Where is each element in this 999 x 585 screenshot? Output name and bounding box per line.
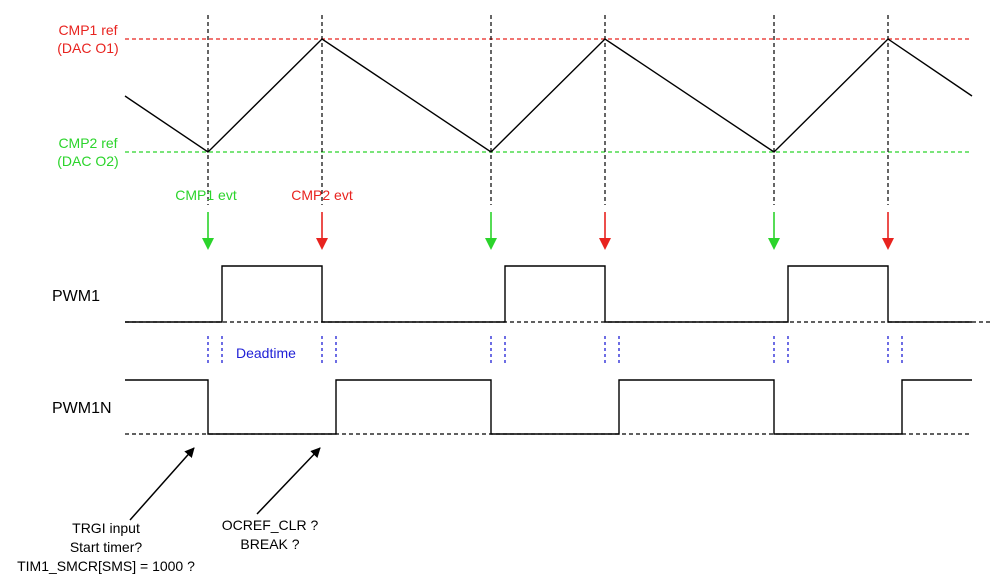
trgi-annotation-line1: TRGI input xyxy=(72,520,140,536)
diagonal-pointer-arrow-icon xyxy=(256,447,321,515)
deadtime-markers xyxy=(207,336,903,366)
down-arrow-icon xyxy=(316,212,328,250)
ocref-annotation-line2: BREAK ? xyxy=(240,536,299,552)
down-arrow-icon xyxy=(599,212,611,250)
event-arrows xyxy=(202,212,894,250)
trgi-annotation-line2: Start timer? xyxy=(70,539,143,555)
triangle-waveform xyxy=(124,38,973,153)
cmp1-ref-label: CMP1 ref xyxy=(58,22,117,38)
diagonal-pointer-arrow-icon xyxy=(129,447,195,521)
cmp2-ref-sublabel: (DAC O2) xyxy=(57,153,118,169)
cmp1-evt-label: CMP1 evt xyxy=(175,187,237,203)
ocref-annotation-line1: OCREF_CLR ? xyxy=(222,517,319,533)
down-arrow-icon xyxy=(768,212,780,250)
cmp2-evt-label: CMP2 evt xyxy=(291,187,353,203)
down-arrow-icon xyxy=(882,212,894,250)
trgi-annotation-line3: TIM1_SMCR[SMS] = 1000 ? xyxy=(17,558,195,574)
cmp2-ref-label: CMP2 ref xyxy=(58,135,117,151)
cmp1-ref-sublabel: (DAC O1) xyxy=(57,40,118,56)
deadtime-label: Deadtime xyxy=(236,345,296,361)
down-arrow-icon xyxy=(202,212,214,250)
pwm1n-waveform xyxy=(125,379,972,435)
pwm1-waveform xyxy=(125,265,972,323)
pwm1-label: PWM1 xyxy=(52,288,100,305)
pwm1n-label: PWM1N xyxy=(52,400,112,417)
event-guides xyxy=(207,15,889,205)
down-arrow-icon xyxy=(485,212,497,250)
